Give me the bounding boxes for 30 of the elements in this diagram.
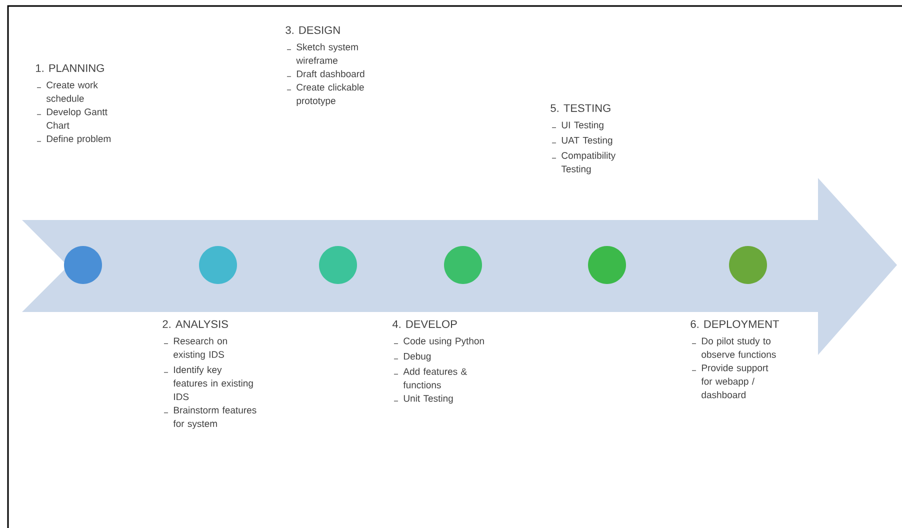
bullet-text: UAT Testing <box>562 136 612 146</box>
stage-heading: 2. ANALYSIS <box>162 320 228 328</box>
bullet-text: Define problem <box>46 135 111 144</box>
bullet-text: Research on existing IDS <box>174 337 227 360</box>
bullet-text: Create work schedule <box>46 81 98 102</box>
bullet-text: Identify key features in existing IDS <box>173 366 253 400</box>
bullet-text: Code using Python <box>404 337 484 346</box>
stage-heading: 1. PLANNING <box>36 64 104 72</box>
stage-heading: 6. DEPLOYMENT <box>690 320 779 328</box>
stage-circle <box>444 246 482 284</box>
stage-heading: 4. DEVELOP <box>392 320 457 328</box>
bullet-text: Do pilot study to observe functions <box>702 337 776 358</box>
bullet-text: Sketch system wireframe <box>296 43 358 64</box>
bullet-text: Draft dashboard <box>297 70 364 78</box>
bullet-text: UI Testing <box>562 121 604 130</box>
stage-circle <box>64 246 102 284</box>
bullet-text: Provide support for webapp / dashboard <box>701 364 768 398</box>
bullet-text: Add features & functions <box>403 368 467 388</box>
bullet-text: Compatibility Testing <box>561 152 616 174</box>
stage-circle <box>729 246 767 284</box>
bullet-text: Develop Gantt Chart <box>46 108 108 129</box>
bullet-text: Create clickable prototype <box>296 84 364 106</box>
bullet-text: Debug <box>404 352 431 362</box>
stage-heading: 3. DESIGN <box>286 26 340 34</box>
bullet-text: Brainstorm features for system <box>173 406 256 429</box>
stage-circle <box>588 246 626 284</box>
stage-heading: 5. TESTING <box>550 104 610 112</box>
bullet-text: Unit Testing <box>404 394 453 404</box>
stage-circle <box>319 246 357 284</box>
stage-circle <box>199 246 237 284</box>
